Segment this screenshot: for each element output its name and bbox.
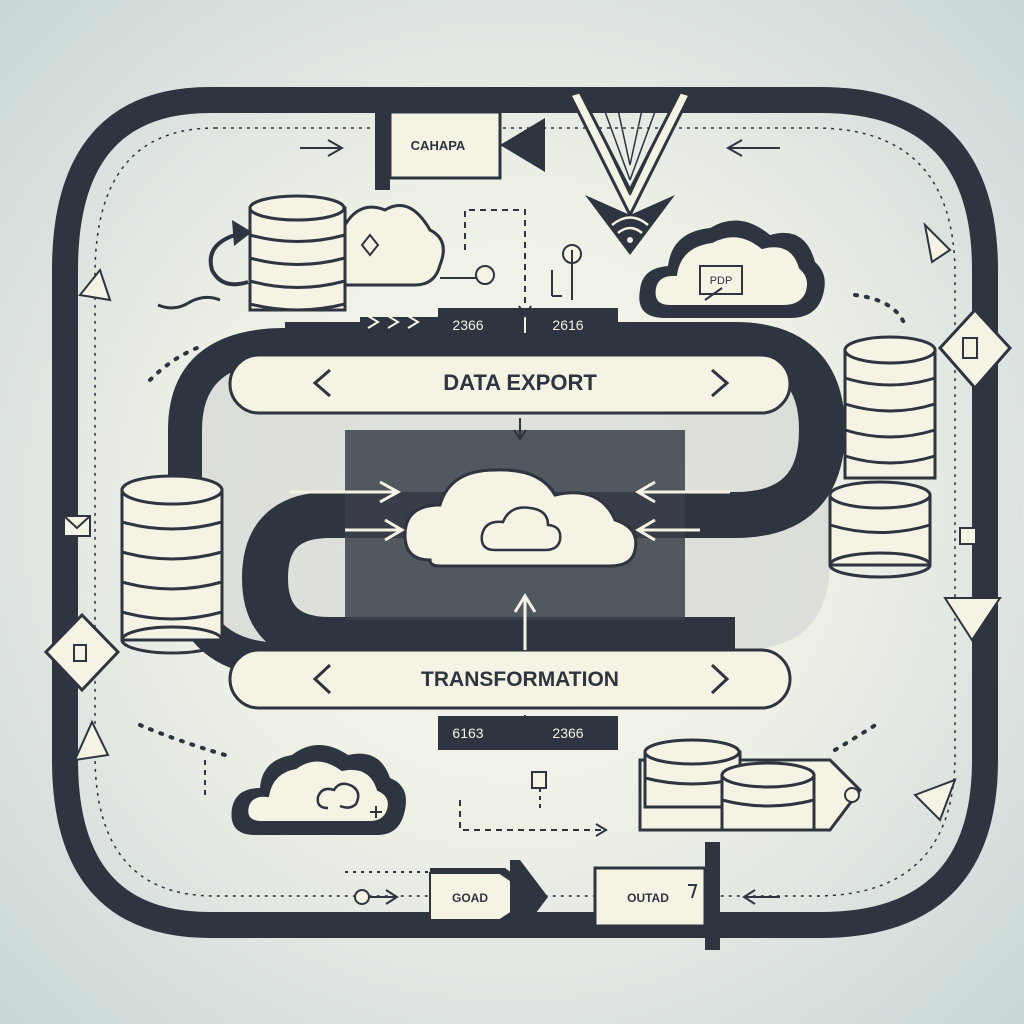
number-left-bottom: 6163: [452, 725, 483, 741]
diamond-node-right: [937, 307, 1013, 391]
broadcast-node-icon: [567, 90, 693, 255]
ring-triangle-left-lower: [73, 719, 110, 762]
cloud-icon: [403, 468, 638, 568]
bottom-ring-arrows: [354, 889, 780, 905]
database-right: [843, 335, 937, 480]
cloud-top-right: [639, 220, 825, 318]
load-tag-label: GOAD: [452, 891, 488, 905]
dashed-connector-bottom: [204, 760, 608, 837]
number-strip-top: [360, 308, 618, 342]
dotted-trails: [138, 293, 907, 873]
number-right-bottom: 2366: [552, 725, 583, 741]
cloud-tag-label: PDP: [710, 275, 733, 287]
outer-loop: [52, 87, 998, 938]
ring-triangle-right-bottom: [913, 778, 957, 822]
plug-icon: [551, 244, 582, 300]
top-tag-label: CAHAPA: [411, 138, 466, 153]
ring-triangle-right-upper: [923, 222, 952, 264]
dashed-connector-top: [464, 209, 532, 318]
number-strip-bottom: [438, 716, 618, 750]
database-top-left: [248, 194, 347, 312]
number-right-top: 2616: [552, 317, 583, 333]
ring-triangle-left-upper: [78, 267, 112, 302]
top-tag-box: [375, 98, 545, 190]
ring-triangle-right-lower: [943, 597, 1002, 642]
number-left-top: 2366: [452, 317, 483, 333]
loop-arrow-top-left: [725, 139, 780, 157]
sync-icon: [208, 220, 252, 287]
small-box-icon-right: [959, 527, 977, 545]
loop-arrow-top-right: [300, 139, 345, 157]
central-cloud-panel: [345, 430, 685, 620]
load-tag-box: [429, 860, 548, 934]
connector-top-left: [157, 265, 495, 310]
database-right-disk: [828, 480, 932, 579]
database-bottom-right: [638, 738, 862, 832]
output-tag-box: [593, 842, 720, 950]
inner-cloud-icon: [480, 506, 562, 552]
transformation-label: TRANSFORMATION: [421, 668, 619, 691]
cloud-bottom-left: [231, 745, 406, 835]
diamond-node-left: [43, 612, 121, 693]
data-export-label: DATA EXPORT: [443, 370, 597, 395]
database-left: [120, 474, 224, 655]
cloud-top-left: [343, 204, 445, 287]
envelope-icon: [63, 515, 91, 537]
output-tag-label: OUTAD: [627, 891, 669, 905]
